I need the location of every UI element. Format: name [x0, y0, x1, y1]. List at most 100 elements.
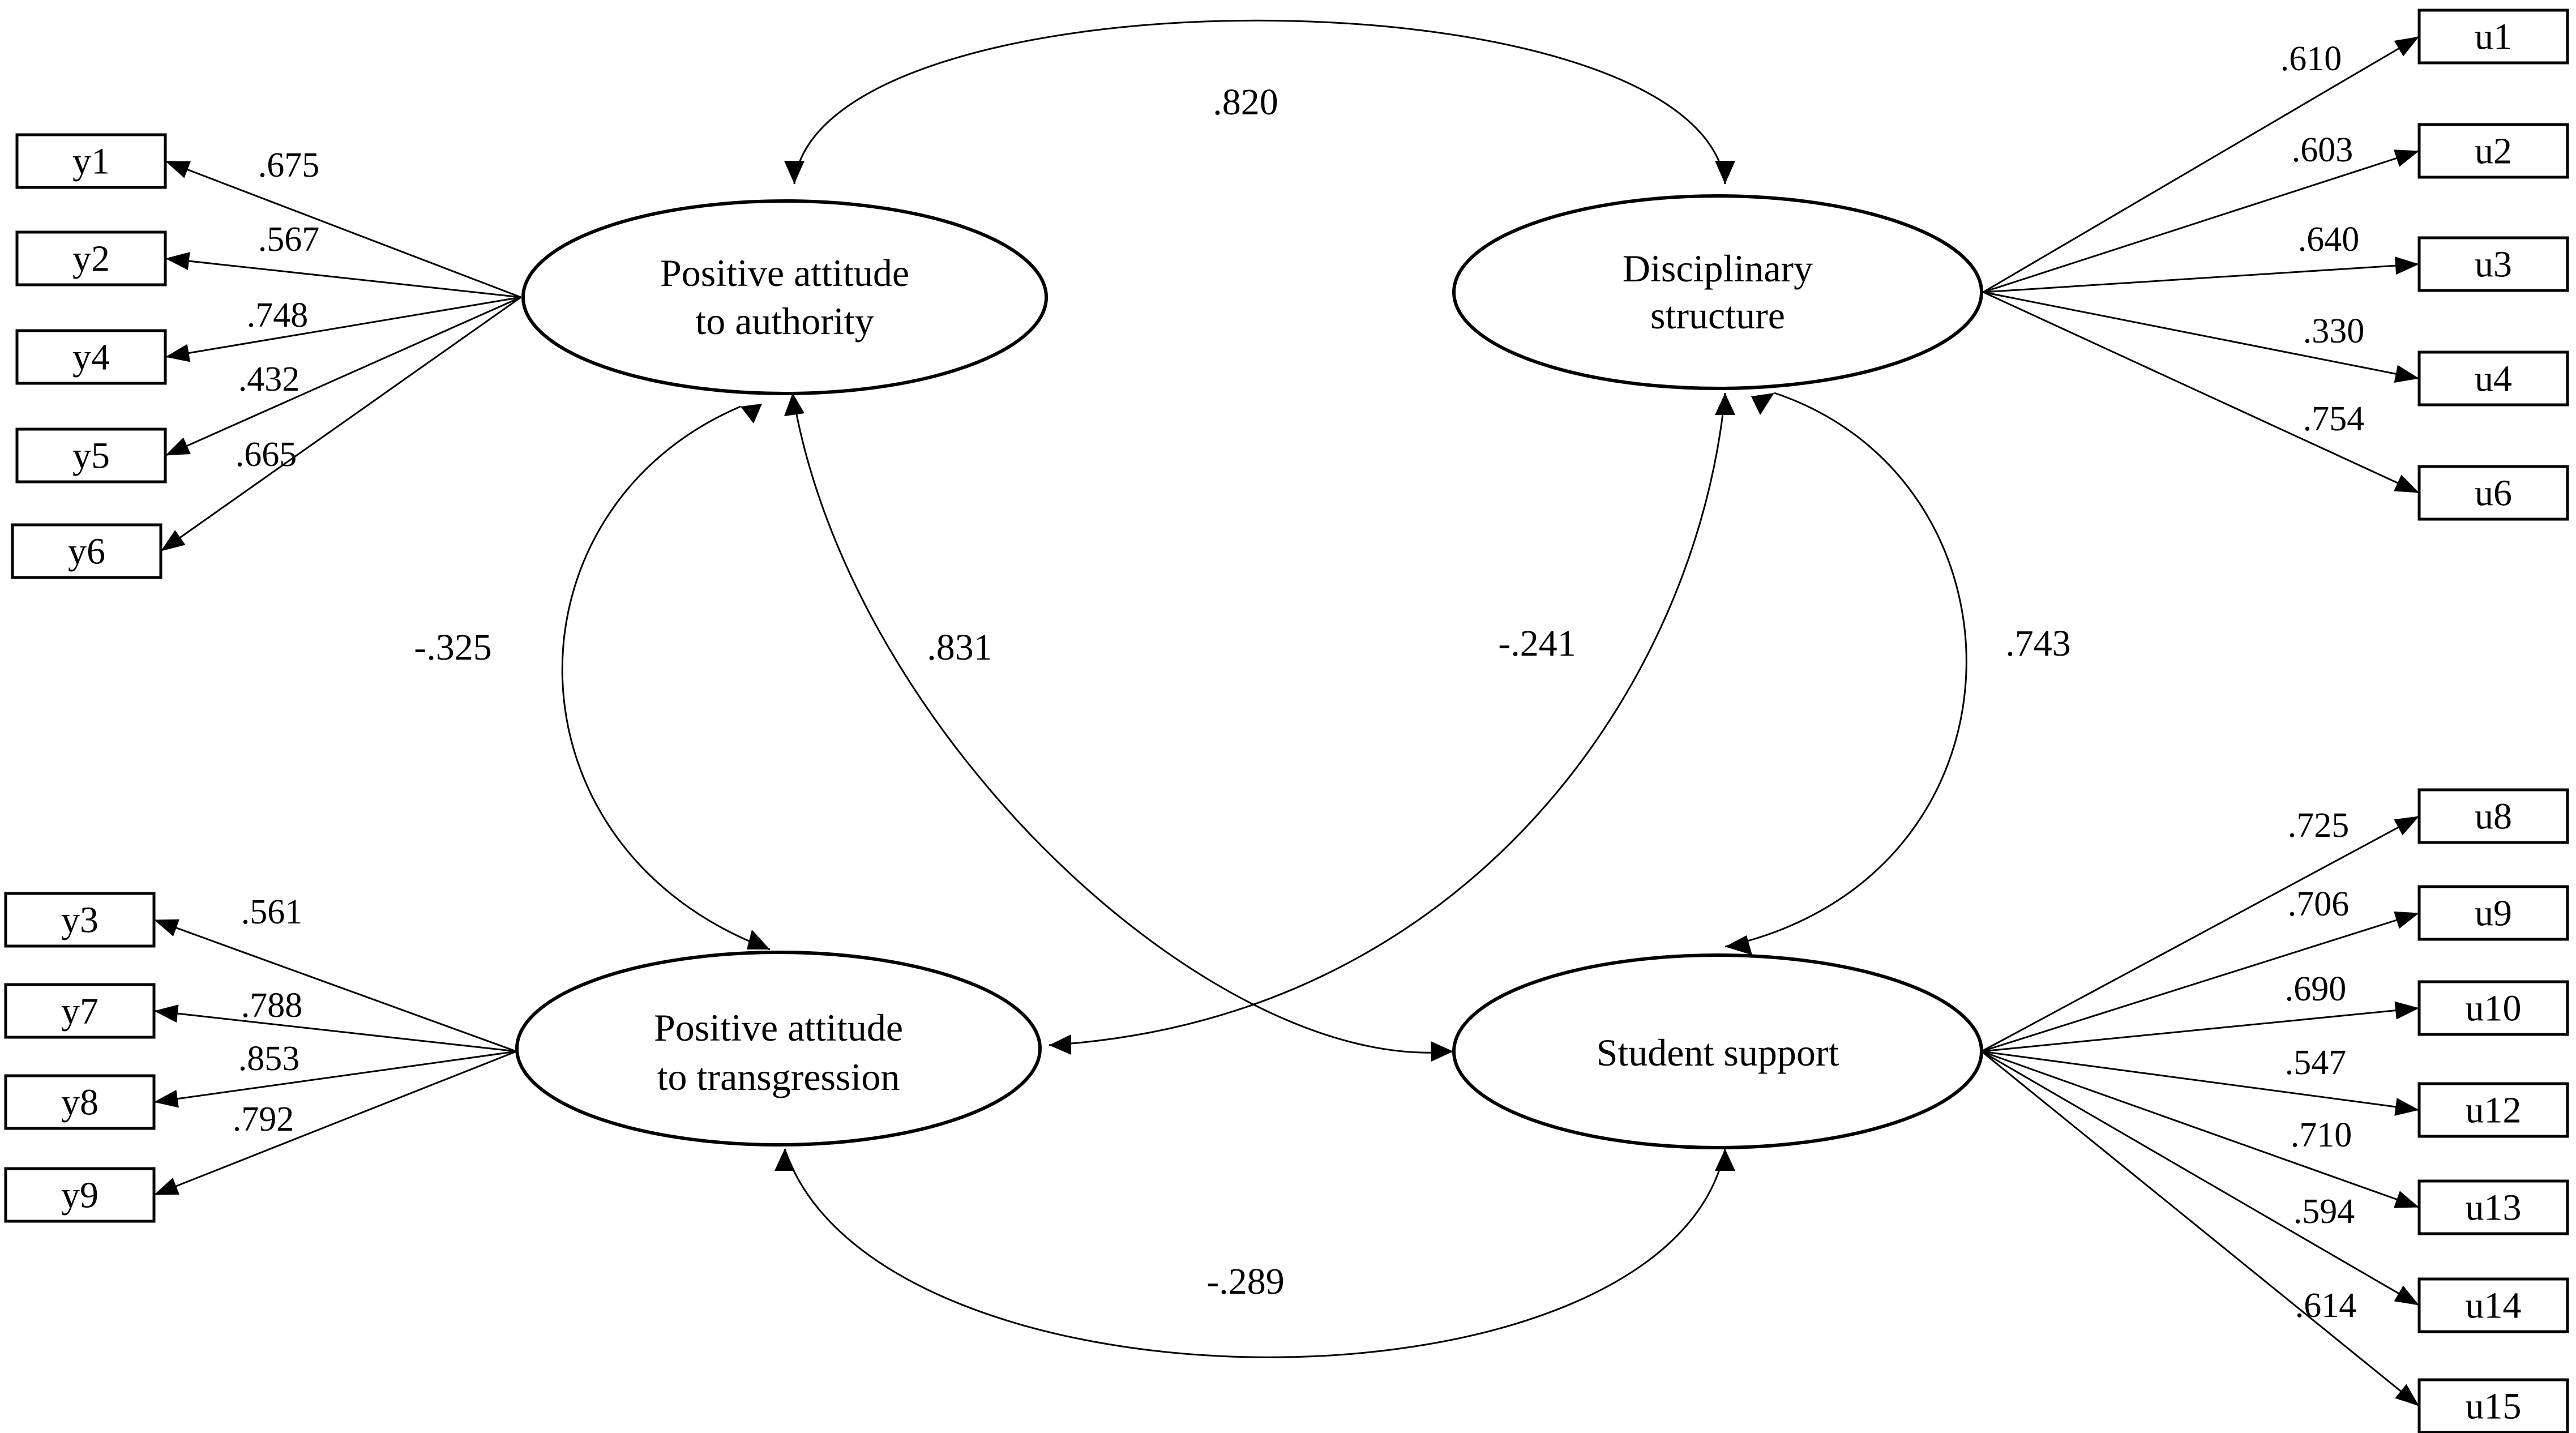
indicator-box-u3	[2417, 236, 2569, 292]
latent-transgression	[515, 951, 1042, 1147]
cov-arrowhead	[1715, 1149, 1735, 1171]
indicator-label-y6: y6	[68, 531, 105, 572]
loading-arrowhead	[165, 437, 191, 456]
cov-arrowhead	[774, 1149, 795, 1171]
cov-arrowhead	[1715, 393, 1735, 415]
loading-value-y7: .788	[241, 986, 303, 1025]
loading-arrowhead	[2394, 1098, 2419, 1116]
loading-path-y7	[153, 1010, 517, 1053]
cov-label-authority-discipline: .820	[1213, 82, 1278, 123]
indicator-label-y3: y3	[61, 900, 99, 941]
loading-value-u1: .610	[2280, 40, 2342, 78]
loading-path-u13	[1981, 1050, 2420, 1208]
indicator-label-u3: u3	[2475, 244, 2512, 285]
loading-value-u10: .690	[2285, 970, 2347, 1008]
indicator-box-y9	[4, 1167, 156, 1223]
loading-arrowhead	[2394, 474, 2419, 493]
latent-discipline-line1: Disciplinary	[1623, 247, 1813, 290]
cov-arrowhead	[1049, 1034, 1071, 1055]
loading-value-u12: .547	[2285, 1043, 2347, 1082]
indicator-box-u13	[2417, 1179, 2569, 1235]
indicator-label-y7: y7	[61, 991, 99, 1032]
cov-authority-discipline	[793, 19, 1726, 185]
indicator-box-y1	[15, 133, 167, 189]
cov-arrowhead	[1715, 161, 1735, 184]
loading-arrowhead	[154, 1004, 179, 1023]
indicator-label-y8: y8	[61, 1082, 99, 1123]
loading-path-y9	[153, 1050, 517, 1196]
indicator-box-u14	[2417, 1277, 2569, 1333]
loading-arrowhead	[165, 344, 191, 362]
indicator-box-u1	[2417, 8, 2569, 65]
indicator-label-u4: u4	[2475, 358, 2512, 400]
indicator-label-y4: y4	[72, 337, 110, 378]
indicator-box-y6	[11, 523, 162, 579]
cov-label-authority-support: .831	[927, 627, 992, 668]
cov-authority-transgression	[561, 405, 771, 951]
indicator-label-y9: y9	[61, 1175, 99, 1216]
loading-value-y6: .665	[236, 435, 297, 474]
loading-arrowhead	[2394, 816, 2419, 836]
cov-transgression-support	[784, 1148, 1726, 1358]
indicator-box-y7	[4, 983, 156, 1039]
loading-arrowhead	[2394, 365, 2419, 383]
loading-path-u6	[1983, 291, 2420, 494]
indicator-label-u1: u1	[2475, 16, 2512, 58]
latent-discipline	[1452, 194, 1983, 390]
cov-arrowhead	[1725, 935, 1752, 955]
loading-path-u14	[1981, 1050, 2420, 1306]
indicator-label-y5: y5	[72, 435, 110, 477]
indicator-label-u12: u12	[2466, 1090, 2522, 1131]
loading-arrowhead	[154, 1178, 179, 1195]
loading-value-y5: .432	[238, 360, 300, 399]
cov-discipline-transgression	[1049, 392, 1726, 1046]
loading-path-u10	[1981, 1007, 2420, 1053]
indicator-box-u12	[2417, 1082, 2569, 1138]
cov-arrowhead	[784, 161, 805, 184]
indicator-box-u6	[2417, 465, 2569, 521]
indicator-label-u8: u8	[2475, 796, 2512, 837]
indicator-label-u13: u13	[2466, 1187, 2522, 1229]
latent-support-line1: Student support	[1597, 1031, 1839, 1074]
loading-value-u8: .725	[2288, 806, 2350, 845]
indicator-label-u14: u14	[2466, 1285, 2522, 1327]
loading-path-u9	[1981, 912, 2420, 1053]
indicator-label-u6: u6	[2475, 473, 2512, 514]
cov-authority-support	[791, 392, 1454, 1054]
loading-arrowhead	[2394, 36, 2419, 57]
loading-arrowhead	[2394, 149, 2419, 167]
indicator-box-u4	[2417, 350, 2569, 407]
loading-arrowhead	[161, 530, 186, 551]
loading-arrowhead	[154, 1089, 179, 1108]
loading-path-y1	[165, 160, 521, 298]
indicator-box-y3	[4, 892, 156, 948]
latent-discipline-line2: structure	[1650, 294, 1785, 337]
support-indicators: u8.725u9.706u10.690u12.547u13.710u14.594…	[1981, 788, 2569, 1433]
indicator-box-u10	[2417, 980, 2569, 1036]
loading-value-y1: .675	[258, 146, 320, 185]
cov-arrowhead	[741, 404, 762, 424]
cov-discipline-support	[1725, 392, 1967, 948]
loading-value-y4: .748	[247, 296, 309, 335]
indicator-box-y4	[15, 329, 167, 385]
loading-path-u12	[1981, 1050, 2420, 1111]
indicator-box-y8	[4, 1074, 156, 1130]
latent-authority-line2: to authority	[695, 300, 874, 343]
indicator-label-y2: y2	[72, 238, 110, 280]
loading-path-y4	[165, 296, 521, 358]
cov-label-transgression-support: -.289	[1206, 1261, 1284, 1302]
cov-arrowhead	[747, 930, 770, 949]
loading-value-y8: .853	[238, 1040, 300, 1078]
loading-arrowhead	[2395, 256, 2419, 275]
loading-arrowhead	[2394, 911, 2419, 929]
latent-transgression-line2: to transgression	[657, 1055, 900, 1098]
indicator-label-u9: u9	[2475, 893, 2512, 934]
loading-value-y9: .792	[233, 1100, 294, 1139]
loading-path-u4	[1983, 291, 2420, 379]
indicator-box-u8	[2417, 788, 2569, 844]
cov-label-discipline-transgression: -.241	[1498, 623, 1576, 664]
loading-value-u13: .710	[2291, 1116, 2352, 1154]
